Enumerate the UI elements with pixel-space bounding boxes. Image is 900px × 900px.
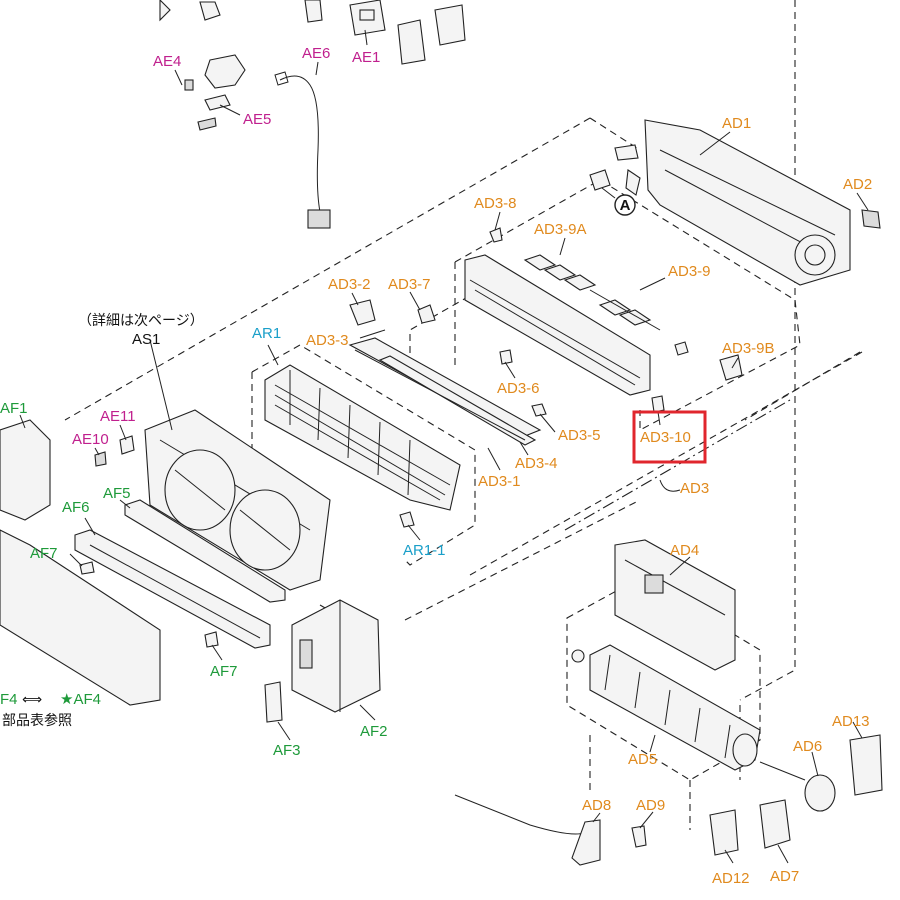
label-ad3-1: AD3-1 xyxy=(478,473,521,490)
label-ae5: AE5 xyxy=(243,111,271,128)
af-front-panel-parts xyxy=(0,419,381,723)
label-af7-bottom: AF7 xyxy=(210,663,238,680)
refer-note-text: 部品表参照 xyxy=(2,712,72,729)
assembly-boundary-lines xyxy=(64,0,863,830)
leader-lines xyxy=(19,29,869,864)
label-ar1: AR1 xyxy=(252,325,281,342)
label-ad3-6: AD3-6 xyxy=(497,380,540,397)
label-ae1: AE1 xyxy=(352,49,380,66)
label-ar1-1: AR1-1 xyxy=(403,542,446,559)
label-ad13: AD13 xyxy=(832,713,870,730)
label-ad3-2: AD3-2 xyxy=(328,276,371,293)
fan-motor-parts xyxy=(454,539,883,866)
note-see-next-page: （詳細は次ページ） xyxy=(78,313,204,329)
label-af1: AF1 xyxy=(0,400,28,417)
label-ad3-9a: AD3-9A xyxy=(534,221,587,238)
label-as1: AS1 xyxy=(132,331,160,348)
label-af3: AF3 xyxy=(273,742,301,759)
ae-parts-group xyxy=(159,0,466,229)
refer-arrow: ⟺ xyxy=(22,692,42,708)
circle-marker-a: A xyxy=(601,187,636,216)
label-ae6: AE6 xyxy=(302,45,330,62)
ar1-heat-exchanger xyxy=(264,364,461,528)
label-ad3-9b: AD3-9B xyxy=(722,340,775,357)
label-ad4: AD4 xyxy=(670,542,699,559)
label-ae11: AE11 xyxy=(100,408,136,425)
label-ad3-7: AD3-7 xyxy=(388,276,431,293)
label-ad3-4: AD3-4 xyxy=(515,455,558,472)
label-ad3-3: AD3-3 xyxy=(306,332,349,349)
highlight-box-ad3-10 xyxy=(632,410,707,464)
label-ad8: AD8 xyxy=(582,797,611,814)
part-labels: AE4 AE6 AE1 AE5 AD1 AD2 AD3-8 AD3-9A AD3… xyxy=(0,45,872,887)
label-ad3-5: AD3-5 xyxy=(558,427,601,444)
ad3-assembly xyxy=(348,227,743,446)
label-ad3: AD3 xyxy=(680,480,709,497)
as1-chassis xyxy=(94,409,331,591)
refer-star-label: ★AF4 xyxy=(60,691,101,708)
label-ad3-10: AD3-10 xyxy=(640,429,691,446)
label-ad3-9: AD3-9 xyxy=(668,263,711,280)
label-ad9: AD9 xyxy=(636,797,665,814)
label-af2: AF2 xyxy=(360,723,388,740)
label-ad2: AD2 xyxy=(843,176,872,193)
label-ad12: AD12 xyxy=(712,870,750,887)
label-ad6: AD6 xyxy=(793,738,822,755)
label-af6: AF6 xyxy=(62,499,90,516)
label-ae10: AE10 xyxy=(72,431,109,448)
label-af5: AF5 xyxy=(103,485,131,502)
label-ad5: AD5 xyxy=(628,751,657,768)
label-ae4: AE4 xyxy=(153,53,181,70)
label-ad3-8: AD3-8 xyxy=(474,195,517,212)
label-af7-left: AF7 xyxy=(30,545,58,562)
refer-left-label: F4 xyxy=(0,691,18,708)
ad1-housing xyxy=(589,119,881,286)
label-ad1: AD1 xyxy=(722,115,751,132)
svg-text:A: A xyxy=(620,197,631,214)
label-ad7: AD7 xyxy=(770,868,799,885)
